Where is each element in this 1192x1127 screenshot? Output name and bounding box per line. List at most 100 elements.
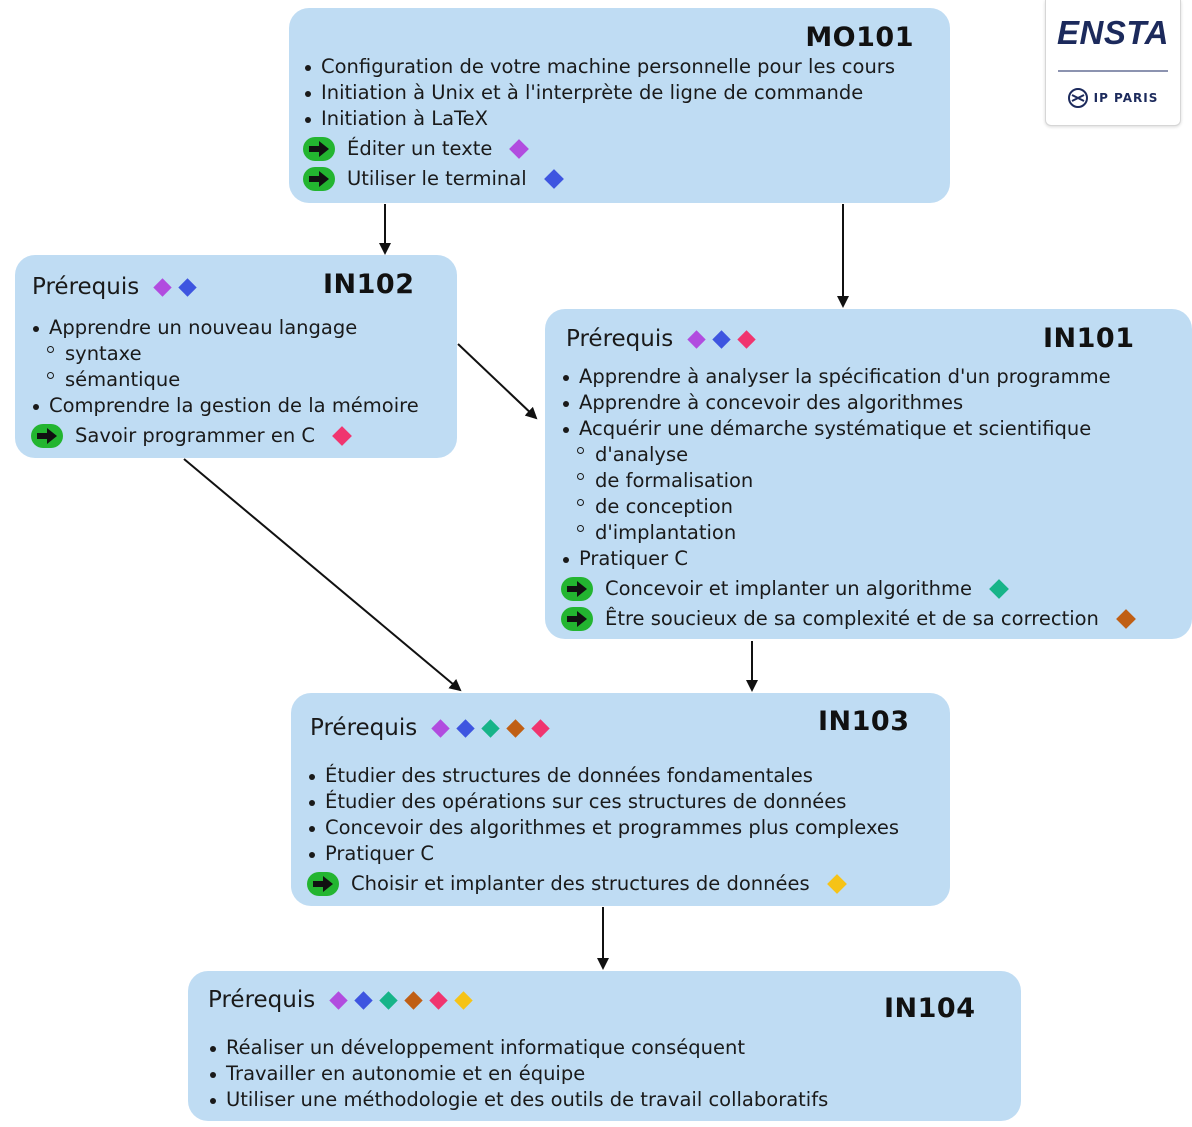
objective-item: Apprendre à analyser la spécification d'…	[561, 364, 1136, 390]
sub-objective-item: de conception	[561, 494, 1136, 520]
prerequisite-diamond-green	[481, 718, 500, 738]
ensta-logo: ENSTA IP PARIS	[1045, 0, 1181, 126]
outcome-text: Être soucieux de sa complexité et de sa …	[605, 607, 1099, 630]
learning-outcome: Être soucieux de sa complexité et de sa …	[561, 606, 1136, 632]
course-box-in102: Prérequis IN102 Apprendre un nouveau lan…	[15, 255, 457, 458]
logo-divider	[1058, 70, 1168, 72]
objective-text: Configuration de votre machine personnel…	[321, 55, 895, 78]
course-code: IN103	[818, 706, 910, 737]
objective-text: de conception	[595, 495, 734, 518]
objective-text: Pratiquer C	[579, 547, 689, 570]
objective-text: Étudier des opérations sur ces structure…	[325, 790, 847, 813]
course-box-mo101: MO101 Configuration de votre machine per…	[289, 8, 950, 203]
course-code: IN104	[884, 993, 976, 1024]
prerequisite-diamond-purple	[329, 990, 348, 1010]
course-code: IN102	[323, 269, 415, 300]
prerequisite-diamond-pink	[737, 329, 756, 349]
objective-text: Apprendre à analyser la spécification d'…	[579, 365, 1111, 388]
prerequisite-diamond-purple	[687, 329, 706, 349]
prerequisites-label: Prérequis	[566, 326, 674, 352]
prerequisites-label: Prérequis	[32, 274, 140, 300]
prerequisite-diamond-yellow	[454, 990, 473, 1010]
objective-item: Initiation à Unix et à l'interprète de l…	[303, 80, 895, 106]
prerequisite-diamond-pink	[531, 718, 550, 738]
outcome-text: Concevoir et implanter un algorithme	[605, 577, 972, 600]
prerequisite-diamond-green	[989, 579, 1009, 599]
outcome-text: Savoir programmer en C	[75, 424, 316, 447]
prerequisite-diamond-brown	[404, 990, 423, 1010]
edge-in102-in103	[183, 458, 462, 692]
outcome-text: Utiliser le terminal	[347, 167, 527, 190]
objective-item: Configuration de votre machine personnel…	[303, 54, 895, 80]
arrow-right-icon	[31, 424, 63, 448]
objective-text: Concevoir des algorithmes et programmes …	[325, 816, 900, 839]
edge-in102-in101	[457, 343, 538, 420]
logo-subtitle-row: IP PARIS	[1046, 88, 1180, 108]
objective-item: Initiation à LaTeX	[303, 106, 895, 132]
objective-text: Pratiquer C	[325, 842, 435, 865]
objective-text: Initiation à LaTeX	[321, 107, 489, 130]
arrow-right-icon	[307, 872, 339, 896]
course-code: IN101	[1043, 323, 1135, 354]
objective-item: Réaliser un développement informatique c…	[208, 1035, 828, 1061]
course-box-in103: Prérequis IN103 Étudier des structures d…	[291, 693, 950, 906]
prerequisite-diamond-yellow	[826, 874, 847, 894]
objective-item: Utiliser une méthodologie et des outils …	[208, 1087, 828, 1113]
prerequisite-diamond-blue	[543, 169, 564, 189]
arrow-right-icon	[561, 577, 593, 601]
outcome-text: Choisir et implanter des structures de d…	[351, 872, 810, 895]
objective-item: Étudier des structures de données fondam…	[307, 763, 899, 789]
objective-text: Utiliser une méthodologie et des outils …	[226, 1088, 829, 1111]
objective-item: Étudier des opérations sur ces structure…	[307, 789, 899, 815]
sub-objective-item: sémantique	[31, 367, 419, 393]
prerequisite-diamond-blue	[712, 329, 731, 349]
prerequisite-diamond-blue	[354, 990, 373, 1010]
objective-item: Pratiquer C	[307, 841, 899, 867]
prerequisites: Prérequis	[208, 987, 473, 1013]
objective-text: sémantique	[65, 368, 181, 391]
objective-item: Concevoir des algorithmes et programmes …	[307, 815, 899, 841]
prerequisites: Prérequis	[310, 715, 550, 741]
objective-item: Apprendre à concevoir des algorithmes	[561, 390, 1136, 416]
objective-item: Acquérir une démarche systématique et sc…	[561, 416, 1136, 442]
prerequisites: Prérequis	[32, 274, 197, 300]
objective-text: Initiation à Unix et à l'interprète de l…	[321, 81, 864, 104]
arrow-right-icon	[303, 137, 335, 161]
objective-text: syntaxe	[65, 342, 142, 365]
prerequisite-diamond-green	[379, 990, 398, 1010]
prerequisites-label: Prérequis	[310, 715, 418, 741]
prerequisite-diamond-brown	[1116, 609, 1136, 629]
objective-text: Apprendre un nouveau langage	[49, 316, 358, 339]
objective-text: Travailler en autonomie et en équipe	[226, 1062, 586, 1085]
learning-outcome: Choisir et implanter des structures de d…	[307, 871, 899, 897]
course-code: MO101	[805, 22, 914, 53]
arrow-right-icon	[561, 607, 593, 631]
objectives-list: Étudier des structures de données fondam…	[307, 763, 899, 897]
ip-paris-icon	[1067, 88, 1088, 108]
prerequisite-diamond-pink	[332, 426, 352, 446]
objective-text: d'implantation	[595, 521, 737, 544]
objectives-list: Apprendre un nouveau langage syntaxe séman…	[31, 315, 419, 449]
prerequisite-diamond-brown	[506, 718, 525, 738]
sub-objective-item: de formalisation	[561, 468, 1136, 494]
objective-item: Apprendre un nouveau langage	[31, 315, 419, 341]
objective-text: Étudier des structures de données fondam…	[325, 764, 813, 787]
sub-objective-item: syntaxe	[31, 341, 419, 367]
objectives-list: Configuration de votre machine personnel…	[303, 54, 895, 192]
objective-text: Réaliser un développement informatique c…	[226, 1036, 746, 1059]
objective-text: Acquérir une démarche systématique et sc…	[579, 417, 1092, 440]
course-box-in101: Prérequis IN101 Apprendre à analyser la …	[545, 309, 1192, 639]
prerequisites: Prérequis	[566, 326, 756, 352]
outcome-text: Éditer un texte	[347, 137, 493, 160]
objective-item: Pratiquer C	[561, 546, 1136, 572]
arrow-right-icon	[303, 167, 335, 191]
learning-outcome: Concevoir et implanter un algorithme	[561, 576, 1136, 602]
prerequisite-diamond-purple	[509, 139, 530, 159]
sub-objective-item: d'implantation	[561, 520, 1136, 546]
learning-outcome: Utiliser le terminal	[303, 166, 895, 192]
objective-text: de formalisation	[595, 469, 754, 492]
learning-outcome: Savoir programmer en C	[31, 423, 419, 449]
prerequisites-label: Prérequis	[208, 987, 316, 1013]
objective-item: Comprendre la gestion de la mémoire	[31, 393, 419, 419]
objectives-list: Réaliser un développement informatique c…	[208, 1035, 828, 1113]
